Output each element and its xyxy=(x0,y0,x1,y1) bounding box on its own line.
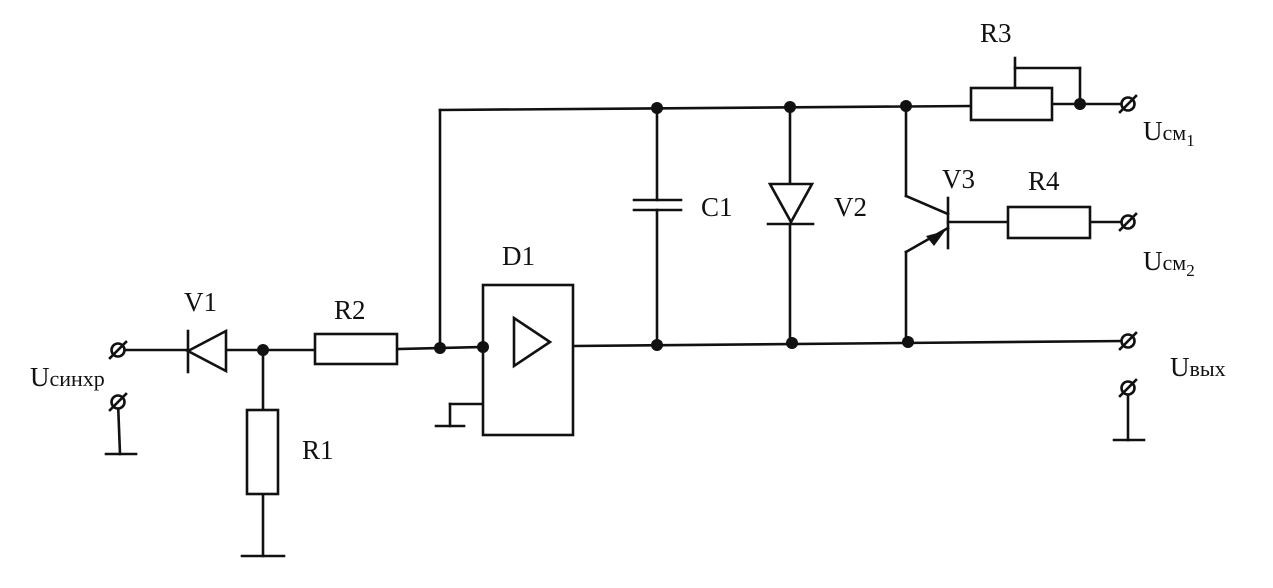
terminal-sync-1 xyxy=(108,340,128,360)
label-r2: R2 xyxy=(334,295,366,325)
label-u-sync: Uсинхр xyxy=(30,362,105,392)
label-r3: R3 xyxy=(980,18,1012,48)
capacitor-c1 xyxy=(632,198,683,212)
resistor-r2 xyxy=(313,332,399,366)
amplifier-d1 xyxy=(481,283,575,437)
label-u-bias2: Uсм2 xyxy=(1143,246,1195,280)
wire-top-rail xyxy=(438,104,973,112)
terminal-bias1 xyxy=(1118,94,1138,114)
terminal-out-1 xyxy=(1118,331,1138,351)
junction-d1-input xyxy=(477,341,489,353)
junction-r3-wiper xyxy=(1074,98,1086,110)
wire-output-rail xyxy=(571,339,1126,348)
terminal-out-2 xyxy=(1118,378,1138,398)
junctions xyxy=(257,98,1086,356)
label-u-out: Uвых xyxy=(1170,352,1226,382)
labels: V1 R2 R1 D1 C1 V2 V3 R4 R3 Uсинхр Uсм1 U… xyxy=(30,18,1226,465)
label-v2: V2 xyxy=(834,192,867,222)
label-r1: R1 xyxy=(302,435,334,465)
junction-r1 xyxy=(257,344,269,356)
label-r4: R4 xyxy=(1028,166,1060,196)
diode-v1 xyxy=(185,328,228,374)
label-d1: D1 xyxy=(502,241,535,271)
wire-sync-ground xyxy=(116,400,122,456)
resistor-r1 xyxy=(245,408,280,496)
junction-v2-bottom xyxy=(786,337,798,349)
junction-feedback xyxy=(434,342,446,354)
resistor-r3 xyxy=(969,86,1054,122)
label-c1: C1 xyxy=(701,192,733,222)
wire-v3-collector-diag xyxy=(904,194,950,216)
label-v1: V1 xyxy=(184,287,217,317)
diode-v2 xyxy=(766,182,815,226)
junction-v2-top xyxy=(784,101,796,113)
junction-v3-bottom xyxy=(902,336,914,348)
junction-v3-top xyxy=(900,100,912,112)
label-u-bias1: Uсм1 xyxy=(1143,116,1195,150)
label-v3: V3 xyxy=(942,164,975,194)
wires xyxy=(104,56,1146,558)
wire-v3-emitter-diag xyxy=(904,226,950,254)
junction-c1-top xyxy=(651,102,663,114)
resistor-r4 xyxy=(1006,205,1092,240)
transistor-v3 xyxy=(926,196,950,250)
emitter-arrow xyxy=(926,231,945,246)
terminals xyxy=(108,94,1138,412)
terminal-sync-2 xyxy=(108,392,128,412)
junction-c1-bottom xyxy=(651,339,663,351)
terminal-bias2 xyxy=(1118,212,1138,232)
